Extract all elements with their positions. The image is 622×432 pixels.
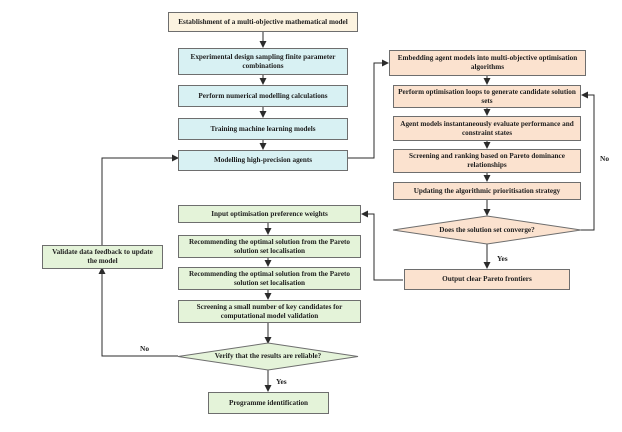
node-screening-candidates: Screening a small number of key candidat… bbox=[178, 300, 361, 323]
node-validate-feedback: Validate data feedback to update the mod… bbox=[42, 245, 163, 269]
decision-converge-shape bbox=[392, 215, 582, 245]
node-establish: Establishment of a multi-objective mathe… bbox=[168, 12, 358, 32]
node-experimental-design: Experimental design sampling finite para… bbox=[178, 48, 348, 75]
node-recommend-1: Recommending the optimal solution from t… bbox=[178, 235, 361, 258]
arrow-validate-to-modelling bbox=[101, 154, 179, 245]
node-agent-evaluate: Agent models instantaneously evaluate pe… bbox=[393, 116, 581, 141]
arrow-output-to-weights bbox=[361, 210, 403, 281]
node-converge-decision: Does the solution set converge? bbox=[439, 226, 535, 235]
node-recommend-2: Recommending the optimal solution from t… bbox=[178, 267, 361, 290]
label-converge-no: No bbox=[600, 154, 610, 163]
node-update-strategy: Updating the algorithmic prioritisation … bbox=[393, 182, 581, 200]
node-pareto-screening: Screening and ranking based on Pareto do… bbox=[393, 149, 581, 173]
arrow-verify-no-to-validate bbox=[98, 267, 178, 357]
node-input-weights: Input optimisation preference weights bbox=[178, 205, 361, 223]
arrow-converge-no-loop bbox=[581, 91, 595, 231]
node-optimisation-loops: Perform optimisation loops to generate c… bbox=[393, 85, 581, 108]
node-numerical-modelling: Perform numerical modelling calculations bbox=[178, 85, 348, 107]
decision-verify-shape bbox=[177, 342, 359, 371]
node-output-pareto: Output clear Pareto frontiers bbox=[404, 269, 570, 290]
arrow-modelling-to-embedding bbox=[347, 59, 389, 159]
node-training-ml: Training machine learning models bbox=[178, 118, 348, 140]
node-programme-identification: Programme identification bbox=[208, 392, 329, 414]
label-converge-yes: Yes bbox=[497, 254, 508, 263]
node-verify-decision: Verify that the results are reliable? bbox=[214, 352, 322, 361]
node-embedding-agents: Embedding agent models into multi-object… bbox=[389, 50, 586, 76]
label-verify-yes: Yes bbox=[276, 377, 287, 386]
label-verify-no: No bbox=[140, 344, 150, 353]
node-modelling-agents: Modelling high-precision agents bbox=[178, 150, 348, 171]
